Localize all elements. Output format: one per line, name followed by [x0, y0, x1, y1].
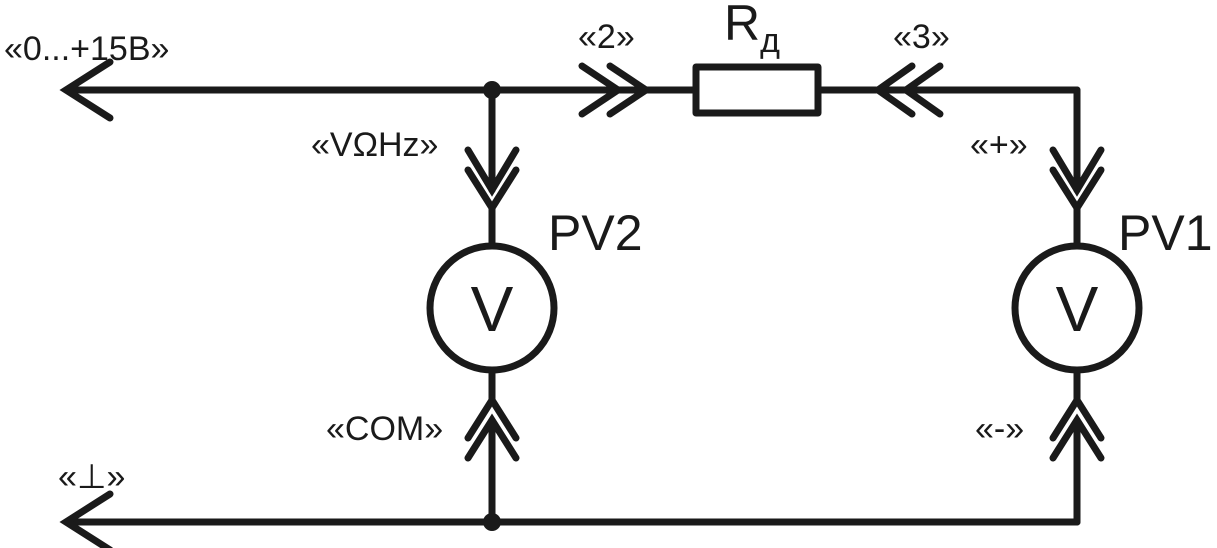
pv2-input-label: «VΩHz» [311, 126, 438, 164]
junction-dot-bottom [483, 513, 501, 531]
node-3-label: «3» [893, 18, 950, 56]
pv1-voltmeter-symbol: V [1056, 273, 1099, 345]
input-voltage-label: «0...+15В» [4, 30, 169, 68]
ground-arrow-head [59, 490, 114, 548]
pv1-name-label: PV1 [1118, 205, 1213, 261]
pv2-name-label: PV2 [548, 205, 643, 261]
pv1-minus-socket [1049, 393, 1105, 442]
pv2-voltmeter-symbol: V [471, 273, 514, 345]
input-arrow-head [59, 58, 114, 122]
connector-3-chevron-outer [871, 62, 916, 118]
ground-label: «⊥» [58, 458, 125, 496]
pv1-plus-label: «+» [970, 126, 1028, 164]
connector-2-chevron-outer [578, 62, 625, 118]
resistor-label: Rд [724, 0, 780, 60]
pv1-minus-label: «-» [975, 410, 1024, 448]
pv2-com-label: «COM» [326, 410, 443, 448]
pv2-input-arrow-head [464, 146, 520, 197]
resistor-label-main: R [724, 0, 760, 51]
resistor-label-subscript: д [760, 22, 780, 60]
resistor-body [692, 63, 822, 117]
pv1-plus-arrow-head [1049, 146, 1105, 197]
node-2-label: «2» [578, 18, 635, 56]
connector-2-chevron-inner [606, 62, 653, 118]
pv2-com-socket [464, 393, 520, 442]
